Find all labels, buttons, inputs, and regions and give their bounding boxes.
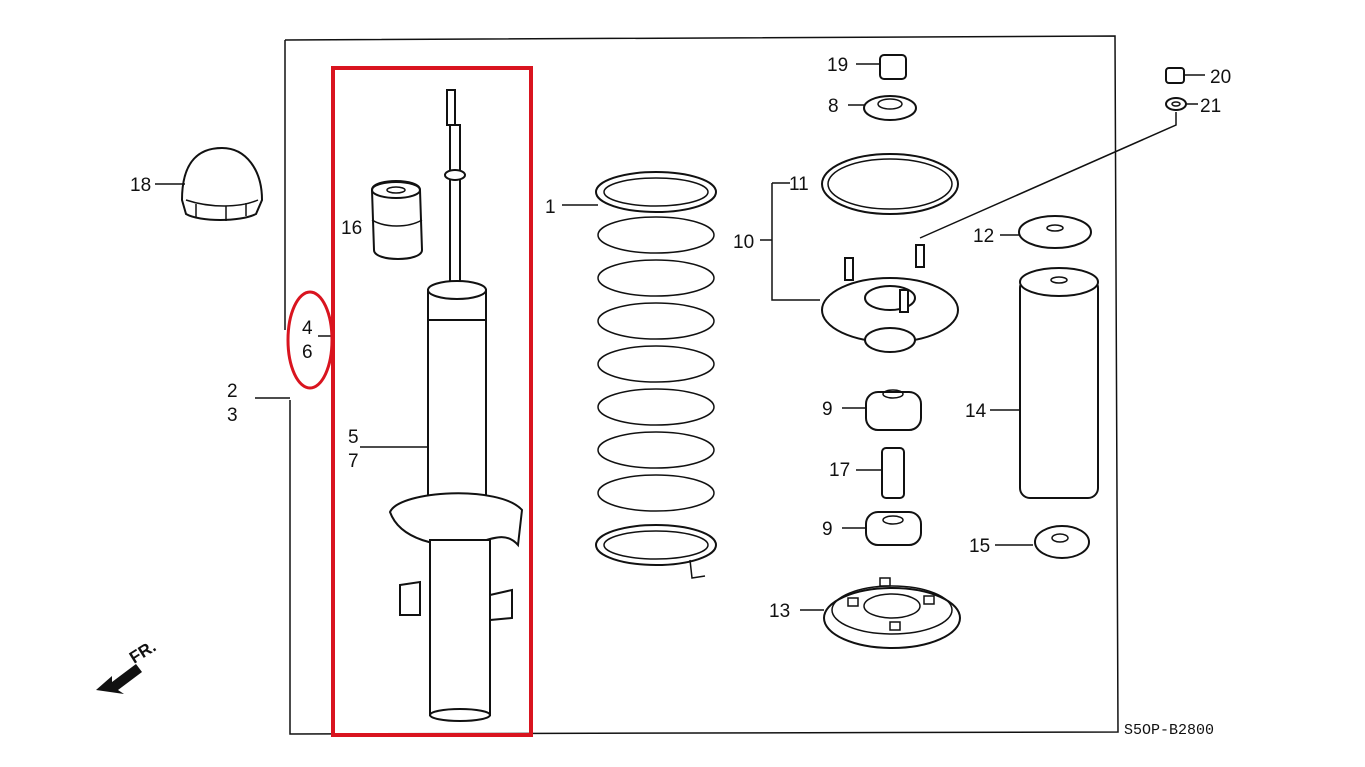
- label-17: 17: [829, 460, 850, 481]
- label-14: 14: [965, 401, 987, 422]
- part-1-coil-spring: [562, 171, 717, 579]
- label-1: 1: [545, 197, 556, 218]
- part-20-nut: [1165, 67, 1205, 84]
- label-11: 11: [789, 174, 809, 195]
- part-19-nut: [856, 54, 907, 80]
- label-10: 10: [733, 232, 754, 253]
- label-7: 7: [348, 451, 359, 472]
- label-3: 3: [227, 405, 238, 426]
- part-17-collar: [856, 447, 905, 499]
- diagram-frame: [284, 35, 1119, 735]
- part-9-bushing-upper: [842, 389, 922, 431]
- label-16: 16: [341, 218, 362, 239]
- label-8: 8: [828, 96, 839, 117]
- front-direction-arrow-icon: FR.: [96, 637, 159, 694]
- part-5-7-strut: [360, 89, 524, 722]
- part-8-washer: [848, 95, 917, 121]
- label-9-upper: 9: [822, 399, 833, 420]
- label-20: 20: [1210, 67, 1231, 88]
- part-11-o-ring: [821, 153, 959, 215]
- part-10-mount-bracket: [760, 182, 959, 353]
- label-12: 12: [973, 226, 994, 247]
- part-16-bump-stop: [370, 180, 424, 260]
- direction-label: FR.: [126, 637, 159, 668]
- part-14-dust-boot: [990, 267, 1099, 499]
- part-21-washer: [919, 97, 1198, 239]
- label-5: 5: [348, 427, 359, 448]
- part-18-cap: [155, 146, 264, 221]
- label-21: 21: [1200, 96, 1221, 117]
- label-2: 2: [227, 381, 238, 402]
- label-19: 19: [827, 55, 848, 76]
- part-9-bushing-lower: [842, 511, 922, 546]
- part-12-washer: [1000, 215, 1092, 249]
- label-4: 4: [302, 318, 313, 339]
- part-15-stopper: [995, 525, 1090, 559]
- part-13-spring-seat: [800, 577, 961, 649]
- highlight-strut-box: [331, 66, 533, 737]
- diagram-code: S5OP-B2800: [1124, 722, 1214, 739]
- label-15: 15: [969, 536, 990, 557]
- label-18: 18: [130, 175, 151, 196]
- label-6: 6: [302, 342, 313, 363]
- label-13: 13: [769, 601, 790, 622]
- highlight-4-6-oval: [286, 290, 334, 390]
- label-9-lower: 9: [822, 519, 833, 540]
